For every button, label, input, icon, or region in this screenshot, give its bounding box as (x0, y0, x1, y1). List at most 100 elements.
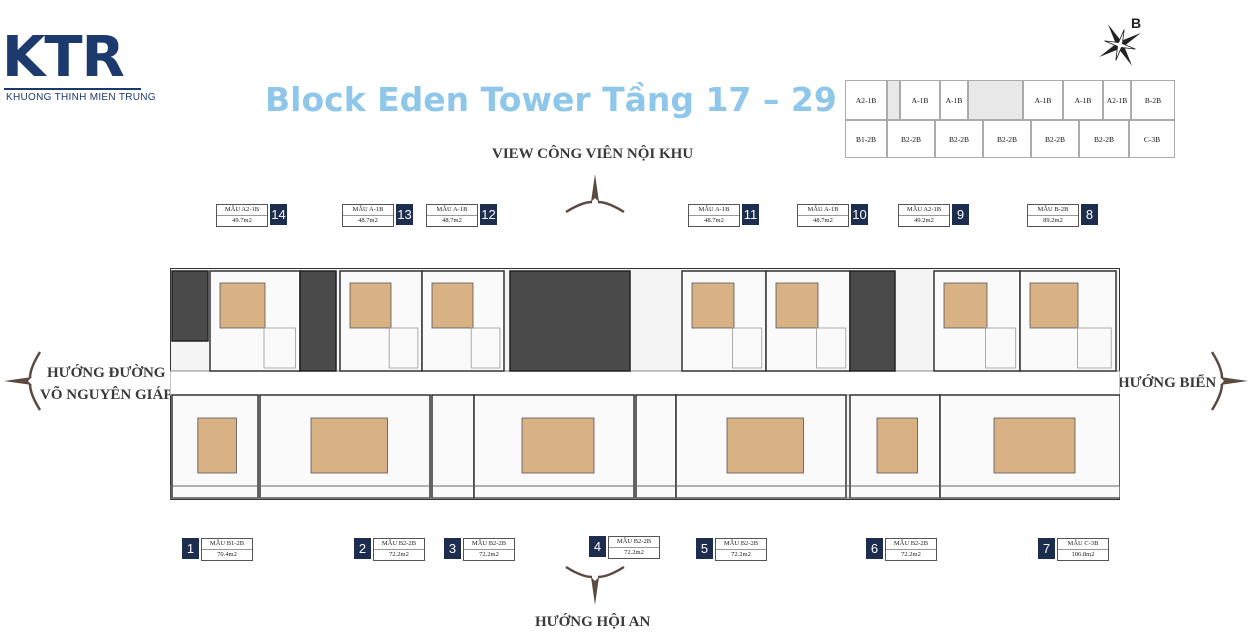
bedroom-floor (431, 282, 474, 329)
unit-number: 7 (1038, 538, 1055, 559)
unit-type: MẪU B-2B (1028, 205, 1078, 216)
unit-area: 48.7m2 (704, 217, 724, 224)
bedroom-floor (310, 417, 388, 474)
bathroom (732, 327, 763, 369)
bedroom-floor (876, 417, 918, 474)
bathroom (388, 327, 419, 369)
unit-type: MẪU A2-1B (899, 205, 949, 216)
bedroom-floor (219, 282, 266, 329)
unit-area: 49.7m2 (232, 217, 252, 224)
bathroom (263, 327, 296, 369)
bedroom-floor (691, 282, 735, 329)
keyplan-unit-bottom: C-3B (1129, 120, 1175, 158)
unit-area: 48.7m2 (442, 217, 462, 224)
balcony-strip (170, 485, 1120, 499)
unit-type: MẪU B1-2B (202, 539, 252, 550)
unit-number: 11 (742, 204, 759, 225)
unit-type: MẪU B2-2B (886, 539, 936, 550)
unit-type: MẪU B2-2B (609, 537, 659, 548)
unit-type: MẪU A2-1B (217, 205, 267, 216)
unit-area: 106.8m2 (1071, 551, 1095, 558)
compass-star-icon (1099, 24, 1141, 66)
unit-bottom-room (635, 394, 677, 499)
unit-area: 72.2m2 (479, 551, 499, 558)
unit-number: 14 (270, 204, 287, 225)
direction-top: VIEW CÔNG VIÊN NỘI KHU (492, 146, 694, 162)
unit-number: 10 (851, 204, 868, 225)
unit-area: 70.4m2 (217, 551, 237, 558)
keyplan-unit-bottom: B2-2B (887, 120, 935, 158)
keyplan-unit-top: A2-1B (1103, 80, 1131, 120)
unit-type: MẪU A-1B (689, 205, 739, 216)
unit-number: 4 (589, 536, 606, 557)
keyplan-unit-bottom: B1-2B (845, 120, 887, 158)
unit-type: MẪU B2-2B (374, 539, 424, 550)
unit-number: 13 (396, 204, 413, 225)
unit-number: 8 (1081, 204, 1098, 225)
unit-number: 9 (952, 204, 969, 225)
bedroom-floor (993, 417, 1076, 474)
direction-left: HƯỚNG ĐƯỜNG VÕ NGUYÊN GIÁP (40, 362, 173, 406)
keyplan-unit-bottom: B2-2B (983, 120, 1031, 158)
unit-type: MẪU B2-2B (716, 539, 766, 550)
unit-area: 48.7m2 (358, 217, 378, 224)
unit-area: 72.2m2 (389, 551, 409, 558)
unit-type: MẪU A-1B (798, 205, 848, 216)
unit-bottom-room (431, 394, 475, 499)
direction-right: HƯỚNG BIỂN (1118, 375, 1217, 391)
arrow-right-icon (1210, 351, 1248, 411)
unit-number: 3 (444, 538, 461, 559)
unit-area: 72.2m2 (731, 551, 751, 558)
bedroom-floor (943, 282, 988, 329)
unit-number: 2 (354, 538, 371, 559)
keyplan-core (887, 80, 900, 120)
bathroom (985, 327, 1017, 369)
arrow-up-icon (565, 174, 625, 214)
arrow-left-icon (4, 351, 42, 411)
unit-area: 49.2m2 (914, 217, 934, 224)
unit-type: MẪU A-1B (343, 205, 393, 216)
direction-left-line2: VÕ NGUYÊN GIÁP (40, 387, 173, 403)
keyplan-unit-top: A-1B (900, 80, 940, 120)
bathroom (470, 327, 501, 369)
corridor (170, 370, 1120, 396)
core-block (171, 270, 209, 342)
keyplan-unit-top: A2-1B (845, 80, 887, 120)
bathroom (816, 327, 847, 369)
arrow-down-icon (565, 565, 625, 605)
direction-bottom: HƯỚNG HỘI AN (535, 614, 651, 630)
direction-left-line1: HƯỚNG ĐƯỜNG (47, 365, 166, 381)
unit-number: 6 (866, 538, 883, 559)
keyplan-unit-top: A-1B (1023, 80, 1063, 120)
bedroom-floor (197, 417, 237, 474)
keyplan-unit-top: A-1B (1063, 80, 1103, 120)
unit-area: 72.2m2 (624, 549, 644, 556)
company-logo: KTR KHUONG THINH MIEN TRUNG (2, 30, 156, 105)
core-block (509, 270, 631, 372)
keyplan-unit-bottom: B2-2B (935, 120, 983, 158)
bathroom (1077, 327, 1112, 369)
